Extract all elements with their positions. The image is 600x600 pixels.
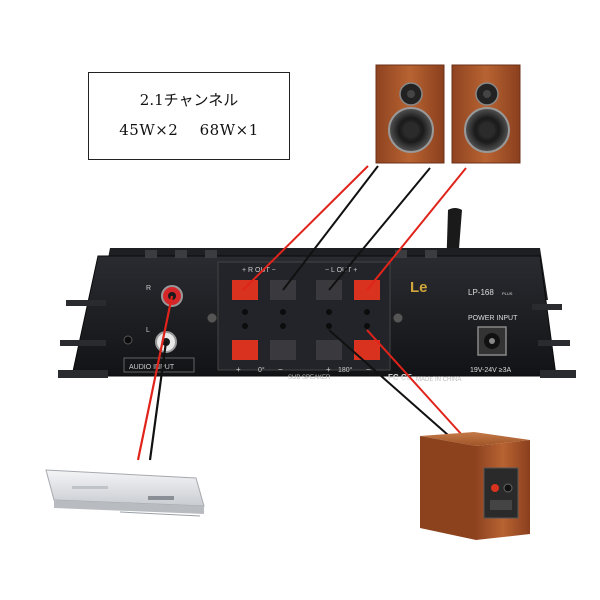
speaker-right xyxy=(451,64,521,164)
terminal-sub-0-minus[interactable] xyxy=(270,340,296,360)
speaker-wires xyxy=(242,165,467,291)
screw-icon xyxy=(392,312,404,324)
voltage-label: 19V-24V ≥3A xyxy=(470,367,512,374)
sub-plus2-label: + xyxy=(326,365,331,374)
subwoofer xyxy=(420,432,530,540)
l-out-label: − L OUT + xyxy=(325,267,357,274)
power-input-label: POWER INPUT xyxy=(468,315,518,322)
r-out-label: + R OUT − xyxy=(242,267,276,274)
channel-label: 2.1チャンネル xyxy=(139,91,239,109)
power-main: 45W×2 xyxy=(119,121,179,139)
dvd-player xyxy=(45,469,205,517)
brand-logo: Le xyxy=(410,279,428,296)
made-in-label: MADE IN CHINA xyxy=(416,377,461,383)
power-rating: 45W×2 68W×1 xyxy=(89,121,289,139)
model-suffix: PLUS xyxy=(502,291,513,296)
screw-icon xyxy=(206,312,218,324)
amplifier: + R OUT − − L OUT + + 0° − SUB SPEAKER +… xyxy=(58,248,576,383)
terminal-sub-180-minus[interactable] xyxy=(316,340,342,360)
sub-0-label: 0° xyxy=(258,366,265,374)
ce-mark: FC CE xyxy=(388,373,413,382)
terminal-sub-180-plus[interactable] xyxy=(354,340,380,360)
jack-r-label: R xyxy=(146,285,151,292)
power-sub: 68W×1 xyxy=(199,121,259,139)
sub-speaker-label: SUB SPEAKER xyxy=(288,375,331,381)
sub-minus2-label: − xyxy=(366,365,371,374)
terminal-r-plus[interactable] xyxy=(232,280,258,300)
audio-input-label: AUDIO INPUT xyxy=(129,364,175,371)
sub-minus-label: − xyxy=(278,365,283,374)
speaker-left xyxy=(375,64,445,164)
model-label: LP-168 xyxy=(468,288,494,297)
terminal-sub-0-plus[interactable] xyxy=(232,340,258,360)
sub-wires xyxy=(328,329,463,436)
audio-wires xyxy=(136,295,174,461)
sub-plus-label: + xyxy=(236,365,241,374)
spec-box: 2.1チャンネル 45W×2 68W×1 xyxy=(88,72,290,160)
jack-l-label: L xyxy=(146,327,150,334)
sub-180-label: 180° xyxy=(338,366,353,374)
